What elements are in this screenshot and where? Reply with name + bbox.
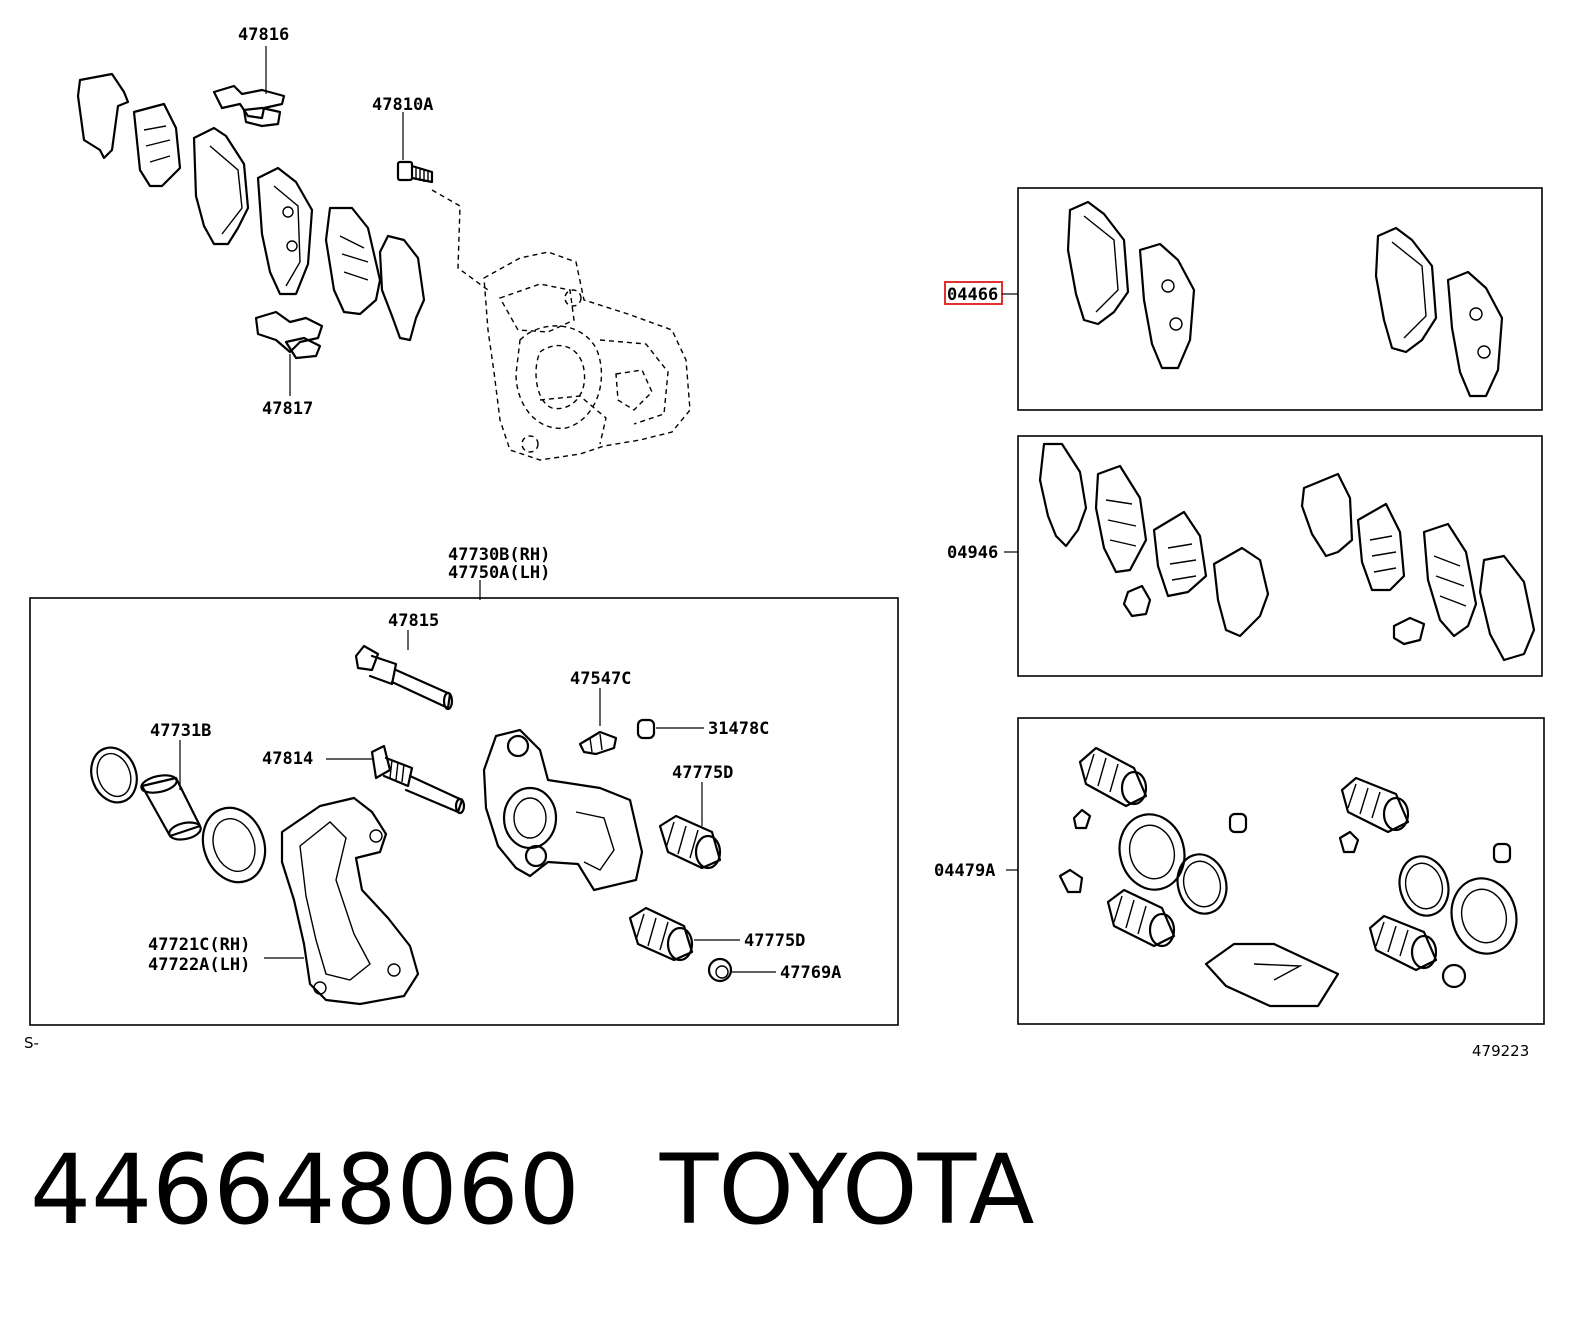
kit-04946-shims-right[interactable] bbox=[1300, 472, 1536, 662]
label-04466[interactable]: 04466 bbox=[947, 285, 998, 305]
label-04946[interactable]: 04946 bbox=[947, 543, 998, 563]
clip-47817[interactable] bbox=[254, 310, 324, 360]
cap-31478C[interactable] bbox=[636, 718, 656, 740]
label-47775D-top: 47775D bbox=[672, 763, 733, 783]
highlight-04466 bbox=[944, 281, 1003, 305]
top-exploded-view: 47816 bbox=[76, 25, 691, 461]
label-04479A[interactable]: 04479A bbox=[934, 861, 995, 881]
brand-name: TOYOTA bbox=[659, 1134, 1035, 1246]
kit-04479A-box bbox=[1017, 717, 1545, 1025]
kit-04479A-seals-left[interactable] bbox=[1058, 746, 1248, 948]
grease-packet[interactable] bbox=[1204, 942, 1340, 1008]
seal-ring[interactable] bbox=[84, 741, 144, 809]
label-47731B: 47731B bbox=[150, 721, 211, 741]
boot-47775D-bottom[interactable] bbox=[628, 906, 694, 962]
kit-04466-box bbox=[1017, 187, 1543, 411]
label-47750A: 47750A(LH) bbox=[448, 563, 550, 583]
mounting-bracket[interactable] bbox=[280, 796, 420, 1006]
label-47810A: 47810A bbox=[372, 95, 433, 115]
kit-04946-box bbox=[1017, 435, 1543, 677]
dust-boot[interactable] bbox=[193, 799, 275, 891]
pad-inner[interactable] bbox=[256, 166, 314, 296]
label-47769A: 47769A bbox=[780, 963, 841, 983]
part-number: 446648060 bbox=[30, 1134, 580, 1246]
shim-3[interactable] bbox=[324, 206, 382, 316]
corner-code: S- bbox=[24, 1034, 39, 1052]
guide-pin-47815[interactable] bbox=[354, 644, 454, 711]
guide-pin-47814[interactable] bbox=[370, 744, 466, 815]
label-47775D-bottom: 47775D bbox=[744, 931, 805, 951]
label-47817: 47817 bbox=[262, 399, 313, 419]
bolt-47810A[interactable] bbox=[396, 160, 434, 184]
shim-inner[interactable] bbox=[132, 102, 182, 188]
label-47722A: 47722A(LH) bbox=[148, 955, 250, 975]
kit-04466-pads-right[interactable] bbox=[1374, 226, 1504, 398]
boot-47775D-top[interactable] bbox=[658, 814, 722, 870]
piston-47731B[interactable] bbox=[140, 772, 203, 842]
clip-47816[interactable] bbox=[212, 84, 286, 128]
footer: 446648060 TOYOTA bbox=[30, 1130, 1034, 1250]
brake-parts-diagram: 47816 bbox=[24, 25, 1545, 1060]
cap-47769A[interactable] bbox=[707, 957, 733, 983]
caliper-body[interactable] bbox=[482, 728, 644, 892]
caliper-assembly-box bbox=[29, 597, 899, 1026]
bleeder-47547C[interactable] bbox=[578, 730, 618, 756]
label-47816: 47816 bbox=[238, 25, 289, 45]
label-47547C: 47547C bbox=[570, 669, 631, 689]
label-47730B: 47730B(RH) bbox=[448, 545, 550, 565]
diagram-number: 479223 bbox=[1472, 1042, 1529, 1060]
kit-04466-pads-left[interactable] bbox=[1066, 200, 1196, 370]
pad-outer[interactable] bbox=[192, 126, 250, 246]
shim-outer[interactable] bbox=[76, 72, 130, 160]
shim-4[interactable] bbox=[378, 234, 426, 342]
label-47814: 47814 bbox=[262, 749, 313, 769]
kit-04946-shims-left[interactable] bbox=[1038, 442, 1270, 638]
caliper-dashed-outline bbox=[483, 251, 691, 461]
label-31478C: 31478C bbox=[708, 719, 769, 739]
label-47815: 47815 bbox=[388, 611, 439, 631]
grease-packet-mark bbox=[1253, 963, 1303, 981]
label-47721C: 47721C(RH) bbox=[148, 935, 250, 955]
kit-04479A-seals-right[interactable] bbox=[1338, 776, 1525, 989]
